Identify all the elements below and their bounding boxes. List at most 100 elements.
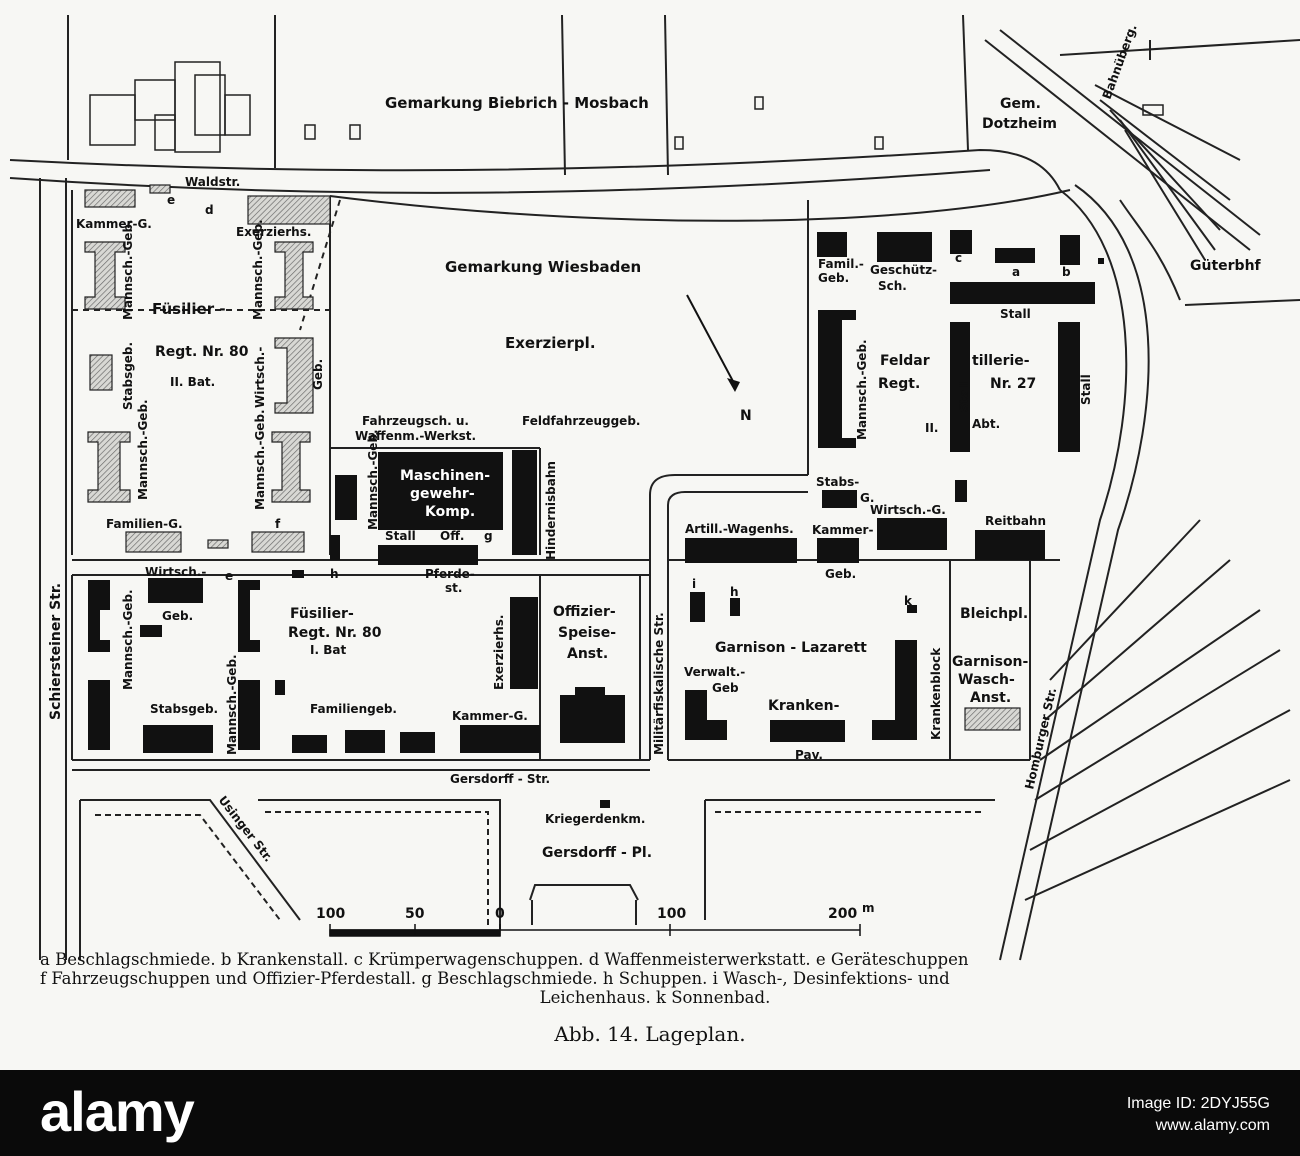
label-d-top: d bbox=[205, 203, 214, 217]
label-speise: Speise- bbox=[558, 625, 616, 641]
label-kriegerdenkm: Kriegerdenkm. bbox=[545, 812, 645, 826]
label-garnison-wasch-2: Wasch- bbox=[958, 672, 1015, 688]
label-g: g bbox=[484, 529, 493, 543]
label-regt-80-top: Regt. Nr. 80 bbox=[155, 344, 249, 360]
label-mannsch-geb-e: Mannsch.-Geb. bbox=[366, 429, 380, 530]
scale-bar bbox=[329, 924, 861, 937]
scale-tick-100-left: 100 bbox=[316, 906, 345, 922]
label-tillerie: tillerie- bbox=[972, 353, 1030, 369]
label-stall-mid: Stall bbox=[957, 381, 971, 412]
label-b: b bbox=[1062, 265, 1071, 279]
label-mannsch-geb-d: Mannsch.-Geb. bbox=[253, 409, 267, 510]
label-geschutz-2: Sch. bbox=[878, 279, 907, 293]
label-a: a bbox=[1012, 265, 1020, 279]
label-mannsch-geb-c: Mannsch.-Geb. bbox=[136, 399, 150, 500]
label-regt-80-low: Regt. Nr. 80 bbox=[288, 625, 382, 641]
label-hindernisbahn: Hindernisbahn bbox=[544, 461, 558, 560]
figure-caption: Abb. 14. Lageplan. bbox=[554, 1022, 746, 1046]
scale-tick-200: 200 bbox=[828, 906, 857, 922]
label-off: Off. bbox=[440, 529, 464, 543]
legend-line-2: f Fahrzeugschuppen und Offizier-Pferdest… bbox=[40, 969, 950, 988]
label-stabsgeb-low: Stabsgeb. bbox=[150, 702, 218, 716]
label-maschinen: Maschinen- bbox=[400, 468, 490, 484]
scale-unit: m bbox=[862, 901, 875, 915]
label-mannsch-geb-g: Mannsch.-Geb. bbox=[225, 654, 239, 755]
site-plan-map: Gemarkung Biebrich - Mosbach Gem. Dotzhe… bbox=[9, 14, 1300, 961]
label-militarfisk-str: Militärfiskalische Str. bbox=[652, 612, 666, 755]
label-geb-low: Geb. bbox=[162, 609, 193, 623]
map-labels: Gemarkung Biebrich - Mosbach Gem. Dotzhe… bbox=[48, 22, 1262, 922]
scale-tick-0: 0 bbox=[495, 906, 505, 922]
label-stabsgeb-left: Stabsgeb. bbox=[121, 342, 135, 410]
label-waffenm-werkst: Waffenm.-Werkst. bbox=[355, 429, 476, 443]
label-ii: II. bbox=[925, 421, 939, 435]
label-kammer-geb-2: Geb. bbox=[825, 567, 856, 581]
label-feldar: Feldar bbox=[880, 353, 930, 369]
label-famil-geb-1: Famil.- bbox=[818, 257, 864, 271]
label-garnison-wasch-3: Anst. bbox=[970, 690, 1011, 706]
label-mannsch-geb-f: Mannsch.-Geb. bbox=[121, 589, 135, 690]
label-artill-wagenhs: Artill.-Wagenhs. bbox=[685, 522, 794, 536]
label-kranken-pav-1: Kranken- bbox=[768, 698, 840, 714]
label-homburger-str: Homburger Str. bbox=[1022, 686, 1059, 790]
label-c: c bbox=[955, 251, 962, 265]
label-feldfahrzeuggeb: Feldfahrzeuggeb. bbox=[522, 414, 640, 428]
label-wirtsch-g: Wirtsch.-G. bbox=[870, 503, 946, 517]
label-h-2: h bbox=[730, 585, 739, 599]
label-komp: Komp. bbox=[425, 504, 475, 520]
label-geb-left: Geb. bbox=[311, 359, 325, 390]
label-abt: Abt. bbox=[972, 417, 1000, 431]
label-bleichpl: Bleichpl. bbox=[960, 606, 1028, 622]
label-guterbhf: Güterbhf bbox=[1190, 258, 1262, 274]
label-exerzierpl: Exerzierpl. bbox=[505, 334, 596, 352]
label-mannsch-geb-a: Mannsch.-Geb. bbox=[121, 219, 135, 320]
label-anst: Anst. bbox=[567, 646, 608, 662]
label-h: h bbox=[330, 567, 339, 581]
alamy-logo: alamy bbox=[40, 1080, 195, 1143]
label-verwalt-geb: Geb bbox=[712, 681, 739, 695]
label-famil-geb-2: Geb. bbox=[818, 271, 849, 285]
label-mannsch-geb-fa: Mannsch.-Geb. bbox=[855, 339, 869, 440]
label-kranken-pav-2: Pav. bbox=[795, 748, 823, 762]
label-offizier: Offizier- bbox=[553, 604, 616, 620]
label-krankenblock: Krankenblock bbox=[929, 647, 943, 740]
image-id-line: Image ID: 2DYJ55G bbox=[1126, 1095, 1270, 1112]
label-wirtsch-low: Wirtsch.- bbox=[145, 565, 206, 579]
label-gemarkung-wiesbaden: Gemarkung Wiesbaden bbox=[445, 258, 641, 276]
label-gewehr: gewehr- bbox=[410, 486, 475, 502]
scale-tick-50: 50 bbox=[405, 906, 425, 922]
label-stabs-g-2: G. bbox=[860, 491, 874, 505]
label-pferde: Pferde- bbox=[425, 567, 475, 581]
label-waldstr: Waldstr. bbox=[185, 175, 240, 189]
label-kammer-g-top: Kammer-G. bbox=[76, 217, 152, 231]
label-exerzierhs-top: Exerzierhs. bbox=[236, 225, 311, 239]
label-k: k bbox=[904, 594, 913, 608]
label-familien-g: Familien-G. bbox=[106, 517, 183, 531]
label-regt-27: Regt. bbox=[878, 376, 920, 392]
label-familiengeb: Familiengeb. bbox=[310, 702, 397, 716]
map-legend: a Beschlagschmiede. b Krankenstall. c Kr… bbox=[40, 950, 1270, 1007]
site-plan-svg: Gemarkung Biebrich - Mosbach Gem. Dotzhe… bbox=[9, 14, 1300, 961]
label-biebrich-mosbach: Gemarkung Biebrich - Mosbach bbox=[385, 94, 649, 112]
label-garnison-wasch-1: Garnison- bbox=[952, 654, 1029, 670]
label-ii-bat: II. Bat. bbox=[170, 375, 215, 389]
label-gersdorff-str: Gersdorff - Str. bbox=[450, 772, 550, 786]
label-st: st. bbox=[445, 581, 462, 595]
label-i-bat: I. Bat bbox=[310, 643, 346, 657]
label-schiersteiner-str: Schiersteiner Str. bbox=[48, 583, 64, 720]
label-usinger-str: Usinger Str. bbox=[216, 793, 276, 864]
top-houses bbox=[89, 61, 1164, 153]
label-reitbahn: Reitbahn bbox=[985, 514, 1046, 528]
label-north: N bbox=[740, 408, 752, 424]
image-id-text: Image ID: 2DYJ55G www.alamy.com bbox=[1127, 1093, 1270, 1137]
label-bahnuberg: Bahnüberg. bbox=[1100, 22, 1140, 101]
legend-line-1: a Beschlagschmiede. b Krankenstall. c Kr… bbox=[40, 950, 969, 969]
label-verwalt: Verwalt.- bbox=[684, 665, 745, 679]
label-wirtsch-left: Wirtsch.- bbox=[253, 347, 267, 408]
label-e-low: e bbox=[225, 569, 233, 583]
label-fahrzeugsch: Fahrzeugsch. u. bbox=[362, 414, 469, 428]
label-stabs-g-1: Stabs- bbox=[816, 475, 859, 489]
label-fusilier-top: Füsilier - bbox=[152, 300, 226, 318]
site-url-line: www.alamy.com bbox=[1155, 1117, 1270, 1134]
label-garnison-lazarett: Garnison - Lazarett bbox=[715, 640, 867, 656]
